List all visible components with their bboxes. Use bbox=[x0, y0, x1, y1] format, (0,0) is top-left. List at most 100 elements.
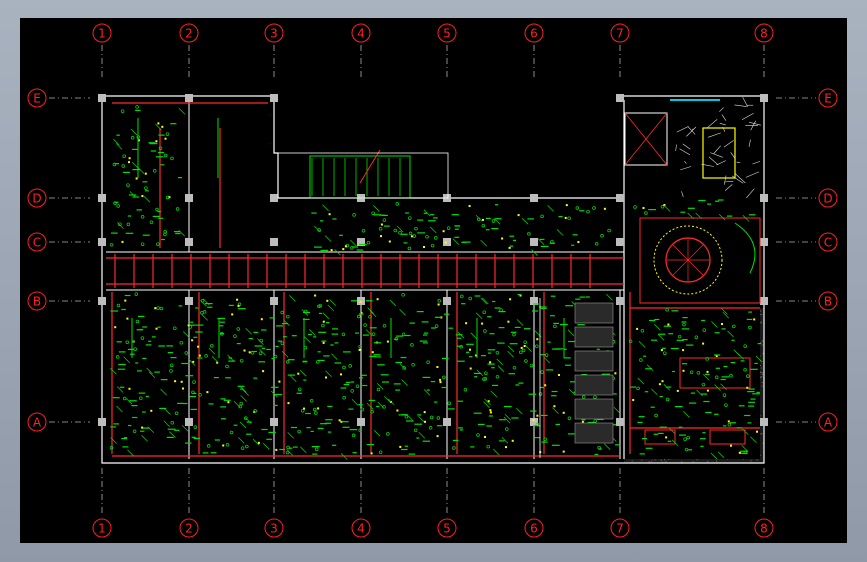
fixture-dot bbox=[519, 294, 522, 297]
electrical-lead bbox=[483, 401, 490, 409]
electrical-outlet bbox=[188, 325, 193, 329]
marble-vein bbox=[741, 112, 754, 120]
fixture-dot bbox=[553, 405, 556, 408]
electrical-tag bbox=[540, 245, 549, 247]
fixture-dot bbox=[135, 177, 138, 180]
electrical-tag bbox=[503, 405, 512, 408]
electrical-tag bbox=[142, 234, 150, 236]
electrical-tag bbox=[358, 404, 363, 406]
electrical-outlet bbox=[411, 363, 415, 367]
electrical-tag bbox=[470, 446, 475, 448]
electrical-tag bbox=[434, 316, 442, 318]
fixture-dot bbox=[137, 139, 140, 142]
electrical-tag bbox=[442, 357, 449, 359]
electrical-outlet bbox=[159, 306, 164, 311]
electrical-tag bbox=[402, 414, 408, 416]
electrical-tag bbox=[659, 426, 667, 428]
electrical-tag bbox=[485, 217, 491, 219]
column-post bbox=[760, 238, 768, 246]
hatch-room-right-lower-dot bbox=[761, 385, 763, 387]
electrical-outlet bbox=[378, 227, 383, 231]
electrical-tag bbox=[334, 342, 339, 344]
electrical-tag bbox=[351, 246, 359, 248]
electrical-tag bbox=[225, 377, 231, 379]
electrical-outlet bbox=[639, 358, 643, 362]
fixture-dot bbox=[144, 172, 147, 175]
electrical-tag bbox=[658, 333, 666, 335]
electrical-tag bbox=[362, 384, 368, 387]
hatch-room-right-lower-dot bbox=[716, 460, 718, 462]
electrical-outlet bbox=[376, 387, 381, 392]
electrical-tag bbox=[473, 372, 482, 374]
marble-vein bbox=[684, 161, 687, 164]
hatch-room-right-lower-dot bbox=[760, 433, 762, 435]
electrical-tag bbox=[332, 328, 339, 330]
electrical-tag bbox=[518, 382, 524, 384]
fixture-dot bbox=[465, 322, 468, 325]
electrical-tag bbox=[757, 343, 762, 345]
electrical-tag bbox=[417, 232, 426, 234]
electrical-outlet bbox=[683, 437, 687, 441]
fixture-dot bbox=[508, 246, 511, 249]
fixture-dot bbox=[262, 370, 265, 373]
electrical-tag bbox=[219, 325, 224, 327]
electrical-outlet bbox=[543, 437, 547, 442]
electrical-lead bbox=[304, 336, 311, 343]
fixture-dot bbox=[243, 349, 246, 352]
electrical-tag bbox=[318, 312, 323, 314]
electrical-outlet bbox=[586, 209, 590, 214]
round-ceiling-feature bbox=[639, 217, 761, 304]
electrical-tag bbox=[266, 348, 271, 351]
electrical-tag bbox=[236, 343, 241, 345]
electrical-tag bbox=[154, 371, 160, 373]
electrical-lead bbox=[227, 354, 234, 362]
electrical-tag bbox=[197, 357, 203, 359]
electrical-outlet bbox=[126, 183, 130, 187]
electrical-tag bbox=[326, 322, 330, 324]
electrical-lead bbox=[331, 353, 338, 360]
electrical-outlet bbox=[300, 408, 305, 413]
electrical-lead bbox=[721, 308, 728, 315]
electrical-tag bbox=[674, 406, 683, 408]
fixture-dot bbox=[501, 237, 504, 240]
electrical-tag bbox=[492, 300, 496, 303]
electrical-tag bbox=[148, 340, 152, 342]
electrical-outlet bbox=[705, 357, 709, 361]
electrical-tag bbox=[281, 323, 288, 325]
electrical-tag bbox=[539, 306, 547, 308]
electrical-tag bbox=[404, 445, 409, 447]
electrical-outlet bbox=[459, 344, 463, 349]
electrical-tag bbox=[152, 215, 160, 217]
fixture-dot bbox=[141, 195, 144, 197]
electrical-outlet bbox=[152, 169, 157, 173]
electrical-tag bbox=[738, 405, 745, 407]
electrical-tag bbox=[474, 295, 481, 297]
electrical-outlet bbox=[491, 219, 496, 223]
fixture-dot bbox=[358, 348, 361, 351]
electrical-tag bbox=[185, 375, 194, 377]
electrical-tag bbox=[343, 351, 351, 353]
fixture-dot bbox=[278, 380, 281, 383]
electrical-tag bbox=[359, 313, 364, 315]
electrical-tag bbox=[441, 386, 448, 389]
electrical-lead bbox=[497, 365, 505, 372]
column-post bbox=[357, 418, 365, 426]
electrical-outlet bbox=[358, 344, 362, 349]
electrical-tag bbox=[318, 331, 327, 333]
electrical-outlet bbox=[437, 299, 441, 303]
fixture-dot bbox=[344, 245, 347, 248]
electrical-tag bbox=[455, 225, 461, 227]
marble-vein bbox=[681, 191, 684, 198]
electrical-outlet bbox=[436, 416, 441, 420]
electrical-outlet bbox=[163, 153, 168, 158]
electrical-lead bbox=[240, 386, 247, 393]
electrical-lead bbox=[200, 300, 207, 307]
electrical-outlet bbox=[746, 374, 750, 378]
marble-vein bbox=[752, 161, 761, 165]
electrical-outlet bbox=[109, 446, 114, 450]
electrical-tag bbox=[131, 405, 138, 407]
electrical-lead bbox=[113, 138, 120, 146]
stair-arrow bbox=[359, 149, 381, 184]
electrical-outlet bbox=[184, 351, 189, 355]
